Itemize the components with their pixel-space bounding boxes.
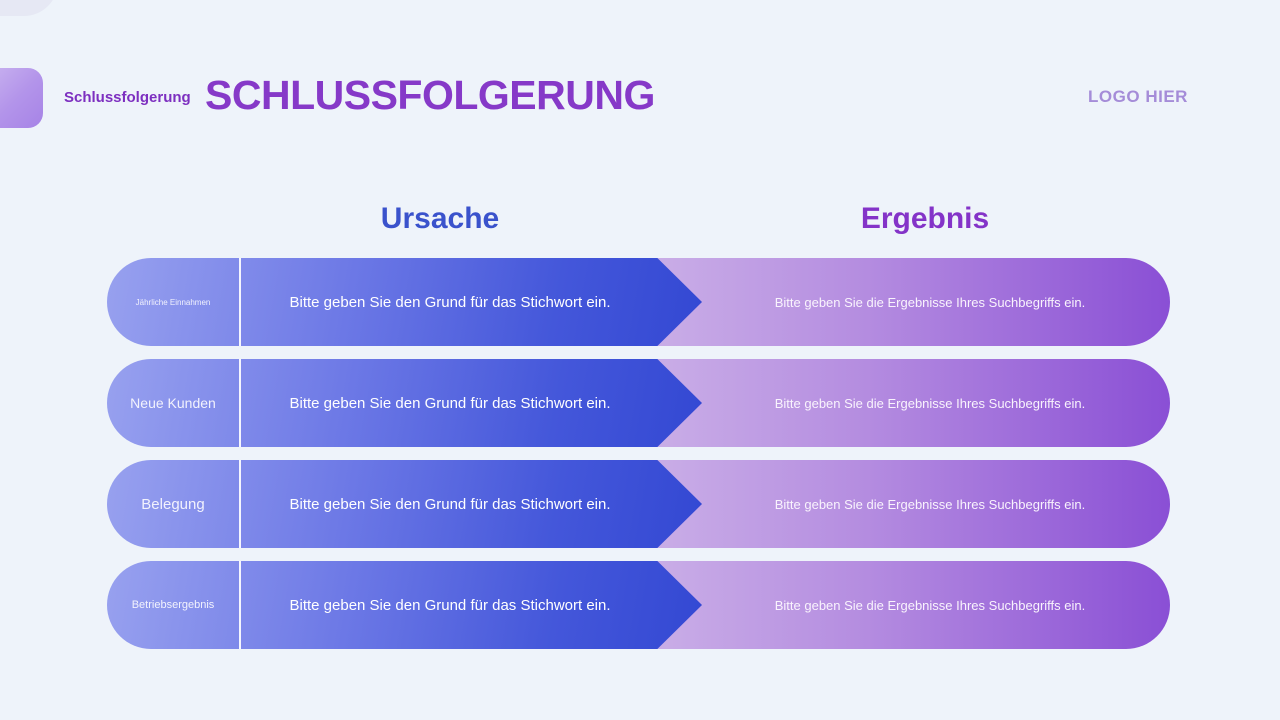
row-keyword-label[interactable]: Jährliche Einnahmen [135,297,211,307]
cause-arrow-shape[interactable] [107,561,702,649]
cause-placeholder-text[interactable]: Bitte geben Sie den Grund für das Stichw… [289,394,611,412]
row-keyword-label[interactable]: Neue Kunden [130,395,216,411]
column-header-result: Ergebnis [860,202,990,235]
result-pill[interactable] [620,460,1170,548]
result-placeholder-text[interactable]: Bitte geben Sie die Ergebnisse Ihres Suc… [774,597,1086,613]
page-title: SCHLUSSFOLGERUNG [205,72,655,118]
cause-placeholder-text[interactable]: Bitte geben Sie den Grund für das Stichw… [289,596,611,614]
label-divider [239,258,241,346]
label-divider [239,561,241,649]
result-placeholder-text[interactable]: Bitte geben Sie die Ergebnisse Ihres Suc… [774,395,1086,411]
cause-arrow-shape[interactable] [107,460,702,548]
cause-arrow-shape[interactable] [107,359,702,447]
table-row: Belegung Bitte geben Sie den Grund für d… [0,460,1280,548]
slide-tag-label: Schlussfolgerung [64,89,191,106]
table-row: Jährliche Einnahmen Bitte geben Sie den … [0,258,1280,346]
logo-placeholder[interactable]: LOGO HIER [1088,87,1188,106]
corner-decoration-shape [0,0,58,16]
label-divider [239,359,241,447]
result-pill[interactable] [620,258,1170,346]
cause-arrow-shape[interactable] [107,258,702,346]
label-divider [239,460,241,548]
column-header-cause: Ursache [380,202,500,235]
cause-placeholder-text[interactable]: Bitte geben Sie den Grund für das Stichw… [289,293,611,311]
row-keyword-label[interactable]: Betriebsergebnis [131,599,215,611]
result-pill[interactable] [620,561,1170,649]
row-keyword-label[interactable]: Belegung [141,495,205,513]
result-placeholder-text[interactable]: Bitte geben Sie die Ergebnisse Ihres Suc… [774,294,1086,310]
result-placeholder-text[interactable]: Bitte geben Sie die Ergebnisse Ihres Suc… [774,496,1086,512]
result-pill[interactable] [620,359,1170,447]
cause-placeholder-text[interactable]: Bitte geben Sie den Grund für das Stichw… [289,495,611,513]
table-row: Betriebsergebnis Bitte geben Sie den Gru… [0,561,1280,649]
corner-accent-square [0,68,43,128]
table-row: Neue Kunden Bitte geben Sie den Grund fü… [0,359,1280,447]
